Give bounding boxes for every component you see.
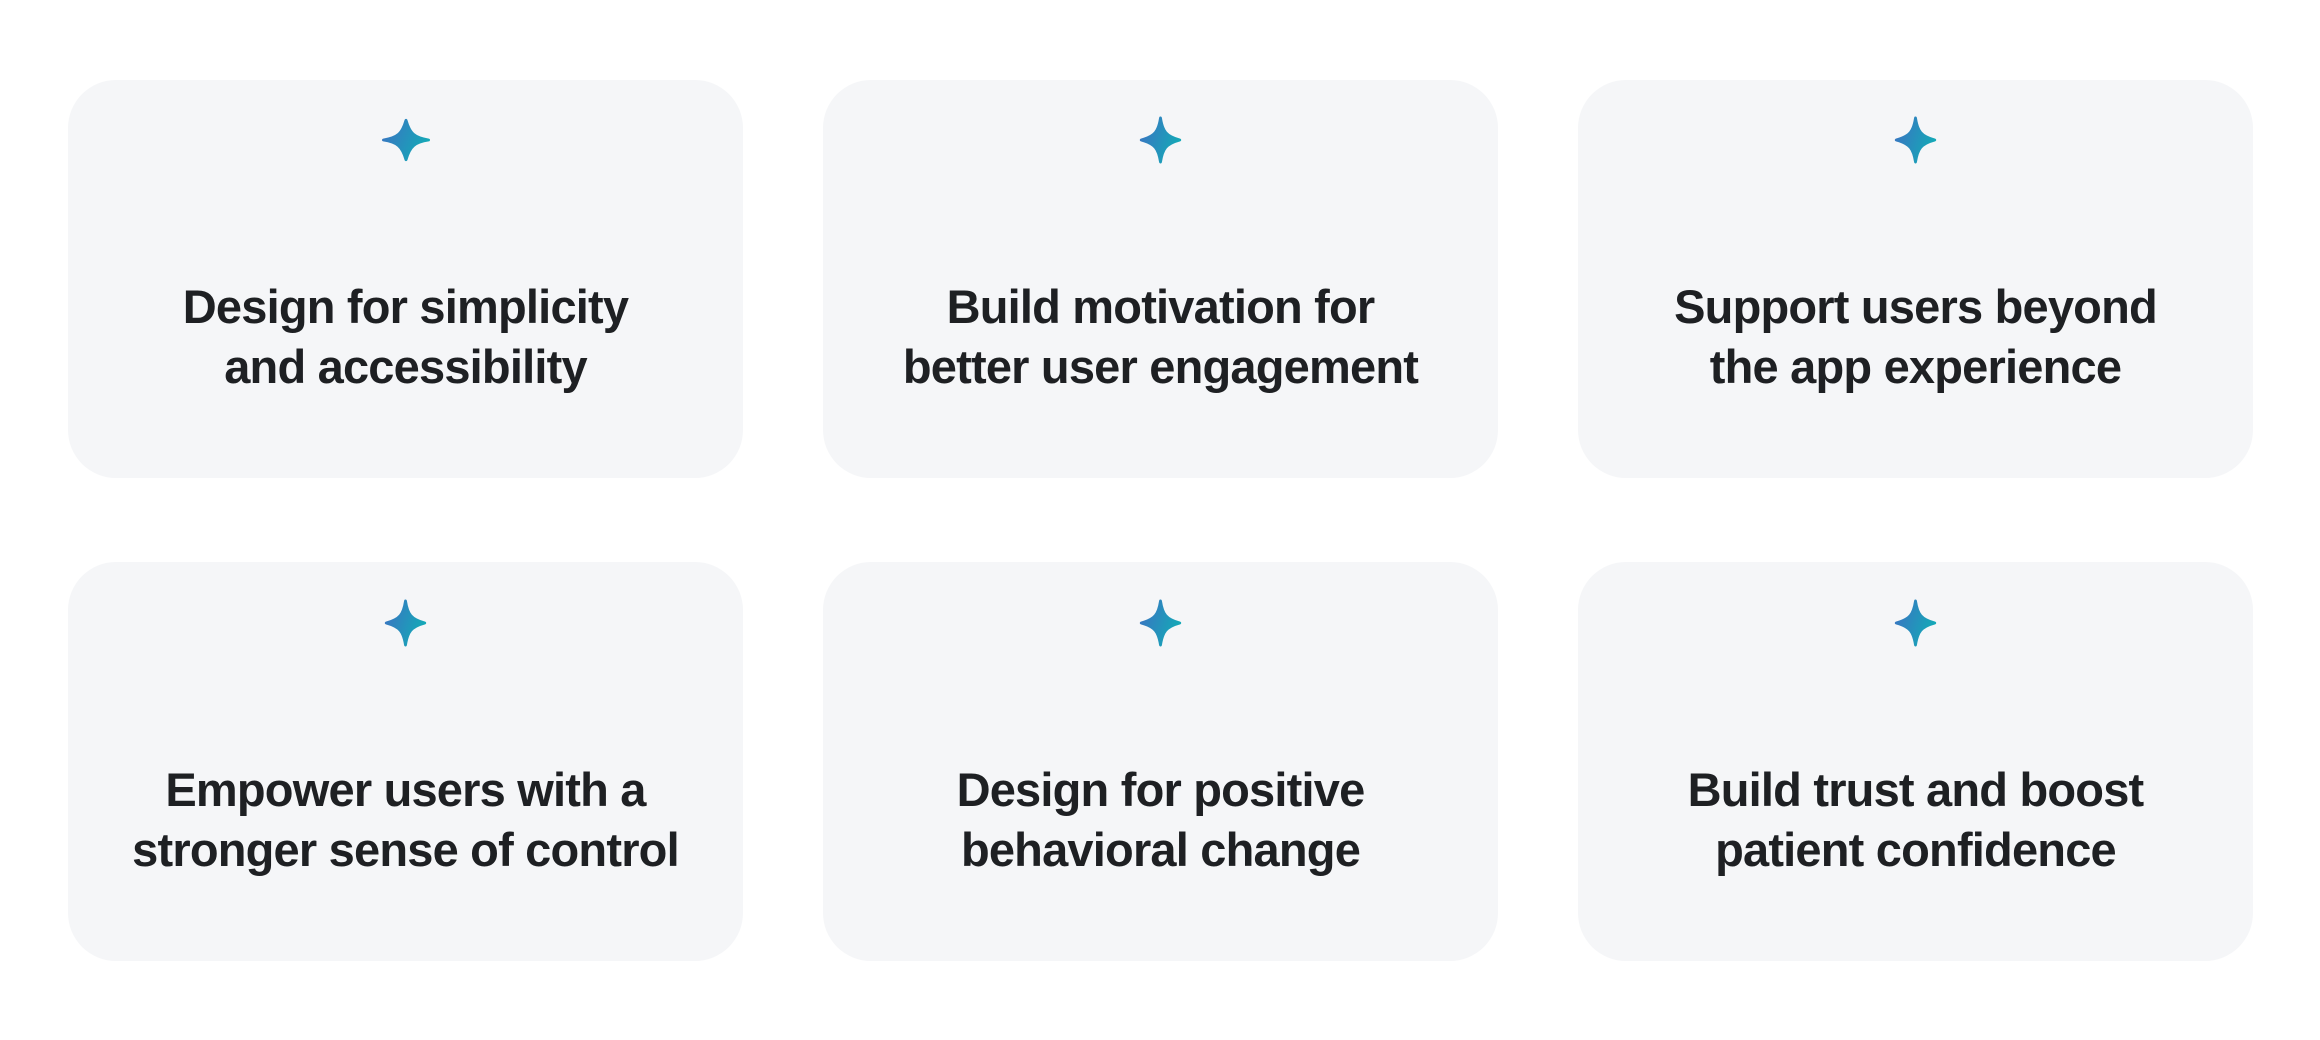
card-title-line: patient confidence (1715, 822, 2117, 876)
sparkle-icon (1137, 597, 1184, 649)
card-title-line: Build trust and boost (1687, 762, 2145, 816)
card-title: Design for simplicity and accessibility (182, 277, 629, 397)
sparkle-icon (382, 597, 429, 649)
feature-cards-grid: Design for simplicity and accessibility … (68, 80, 2253, 961)
card-title-line: Empower users with a (165, 762, 646, 816)
sparkle-icon (377, 114, 435, 166)
feature-card: Design for simplicity and accessibility (68, 80, 743, 478)
sparkle-icon (1892, 597, 1939, 649)
feature-card: Design for positive behavioral change (823, 562, 1498, 961)
card-title: Empower users with a stronger sense of c… (132, 760, 680, 880)
card-title: Build trust and boost patient confidence (1687, 760, 2145, 880)
card-title: Build motivation for better user engagem… (902, 277, 1419, 397)
card-title-line: Design for simplicity (182, 280, 629, 333)
feature-card: Build trust and boost patient confidence (1578, 562, 2253, 961)
card-title-line: and accessibility (224, 340, 587, 393)
card-title-line: behavioral change (960, 822, 1361, 876)
sparkle-icon (1137, 114, 1184, 166)
feature-card: Build motivation for better user engagem… (823, 80, 1498, 478)
card-title-line: stronger sense of control (132, 822, 680, 876)
card-title-line: Support users beyond (1674, 280, 2158, 333)
card-title-line: the app experience (1709, 340, 2122, 393)
card-title: Support users beyond the app experience (1674, 277, 2158, 397)
feature-card: Support users beyond the app experience (1578, 80, 2253, 478)
card-title-line: Build motivation for (946, 280, 1376, 333)
card-title-line: better user engagement (902, 340, 1419, 393)
card-title-line: Design for positive (956, 762, 1366, 816)
card-title: Design for positive behavioral change (956, 760, 1366, 880)
sparkle-icon (1892, 114, 1939, 166)
feature-card: Empower users with a stronger sense of c… (68, 562, 743, 961)
